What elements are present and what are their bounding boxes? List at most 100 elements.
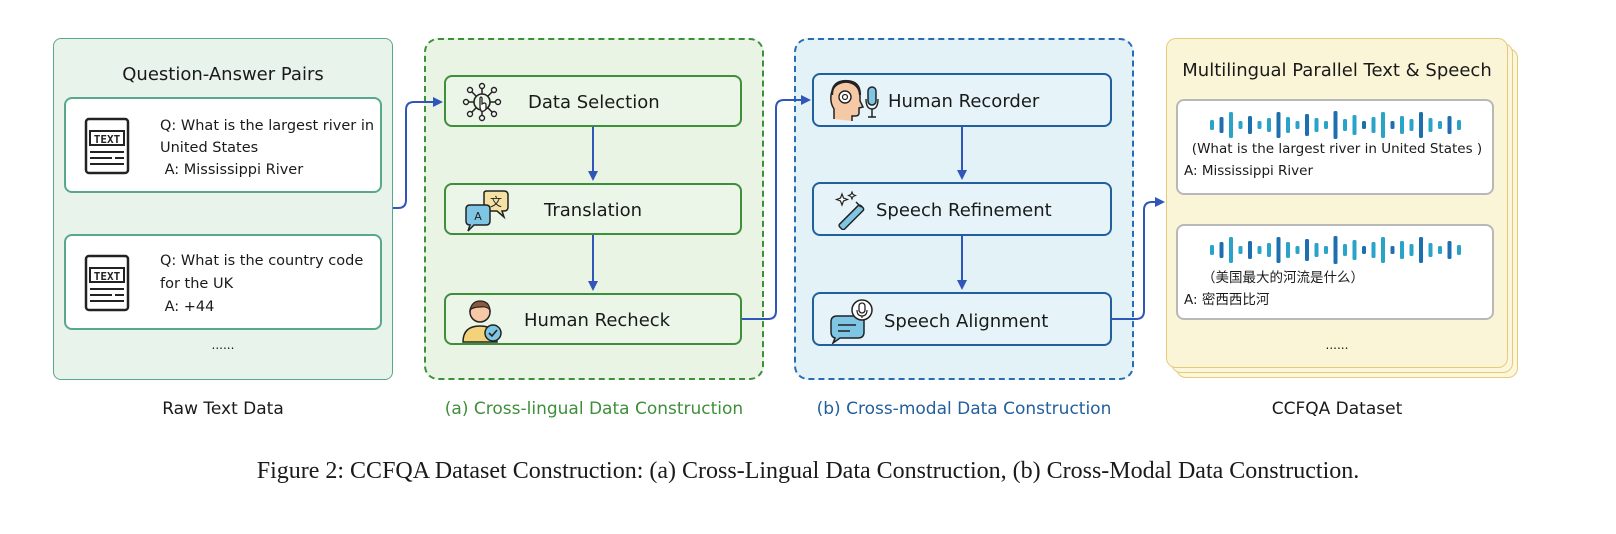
head-headphones-microphone-icon: [830, 79, 879, 121]
waveform-bar: [1457, 245, 1461, 255]
waveform-bar: [1286, 117, 1290, 133]
waveform-bar: [1276, 112, 1281, 138]
waveform-bar: [1257, 121, 1262, 129]
qa-question-line2: for the UK: [160, 276, 234, 292]
waveform-bar: [1362, 246, 1366, 254]
waveform-bar: [1457, 120, 1461, 130]
waveform-bar: [1352, 240, 1357, 260]
arrow-raw-to-selection: [393, 97, 443, 209]
qa-card-1: TEXT Q: What is the largest river in Uni…: [64, 97, 382, 193]
qa-question-line2: United States: [160, 140, 259, 156]
waveform-bar: [1219, 242, 1224, 258]
waveform-bar: [1343, 244, 1347, 256]
step-human-recorder: Human Recorder: [812, 73, 1112, 127]
step-human-recheck: Human Recheck: [444, 293, 742, 345]
waveform-bar: [1324, 246, 1328, 254]
waveform-bar: [1229, 112, 1233, 138]
raw-panel-title: Question-Answer Pairs: [122, 64, 324, 85]
speech-bubble-microphone-icon: [830, 299, 873, 344]
waveform-bar: [1428, 243, 1433, 257]
waveform-bar: [1257, 246, 1262, 254]
waveform-bar: [1390, 246, 1395, 254]
step-data-selection: Data Selection: [444, 75, 742, 127]
step-speech-alignment: Speech Alignment: [812, 292, 1112, 346]
waveform-bar: [1371, 117, 1376, 133]
waveform-bar: [1419, 112, 1423, 138]
waveform-bar: [1267, 243, 1271, 257]
text-document-icon: TEXT: [84, 254, 130, 312]
waveform-bar: [1352, 115, 1357, 135]
svg-text:TEXT: TEXT: [94, 133, 121, 146]
magic-wand-icon: [834, 190, 865, 230]
waveform-bar: [1381, 237, 1385, 263]
waveform-bar: [1267, 118, 1271, 132]
dataset-panel-title: Multilingual Parallel Text & Speech: [1182, 60, 1492, 81]
dataset-card-chinese: （美国最大的河流是什么） A: 密西西比河: [1176, 224, 1494, 320]
text-document-icon: TEXT: [84, 117, 130, 175]
step-label: Speech Alignment: [884, 311, 1049, 332]
raw-ellipsis: ......: [211, 338, 235, 352]
waveform-bar: [1447, 116, 1452, 134]
waveform-bar: [1229, 237, 1233, 263]
svg-text:文: 文: [490, 194, 502, 209]
waveform-bar: [1248, 116, 1252, 134]
waveform-bar: [1324, 121, 1328, 129]
qa-card-2: TEXT Q: What is the country code for the…: [64, 234, 382, 330]
step-label: Human Recorder: [888, 91, 1040, 112]
waveform-bar: [1295, 246, 1300, 254]
dataset-card-english: (What is the largest river in United Sta…: [1176, 99, 1494, 195]
waveform-bar: [1305, 114, 1309, 136]
waveform-bar: [1371, 242, 1376, 258]
waveform-bar: [1400, 116, 1404, 134]
dataset-question: (What is the largest river in United Sta…: [1191, 141, 1483, 157]
waveform-bar: [1238, 121, 1243, 129]
waveform-bar: [1390, 121, 1395, 129]
cross-lingual-label: (a) Cross-lingual Data Construction: [444, 399, 744, 419]
waveform-bar: [1438, 246, 1442, 254]
waveform-bar: [1409, 119, 1414, 131]
waveform-bar: [1248, 241, 1252, 259]
waveform-bar: [1314, 118, 1319, 132]
waveform-bar: [1362, 121, 1366, 129]
waveform-bar: [1343, 119, 1347, 131]
step-label: Speech Refinement: [876, 200, 1052, 221]
step-speech-refinement: Speech Refinement: [812, 182, 1112, 236]
waveform-bar: [1333, 236, 1338, 264]
waveform-bar: [1305, 239, 1309, 261]
waveform-bar: [1219, 117, 1224, 133]
waveform-bar: [1400, 241, 1404, 259]
dataset-answer: A: 密西西比河: [1184, 292, 1270, 308]
svg-text:A: A: [474, 210, 482, 223]
waveform-bar: [1295, 121, 1300, 129]
qa-question-line1: Q: What is the country code: [160, 253, 364, 269]
audio-waveform-icon: [1210, 236, 1461, 264]
step-translation: 文 A Translation: [444, 183, 742, 235]
step-label: Translation: [544, 200, 643, 221]
person-check-icon: [462, 300, 502, 343]
waveform-bar: [1276, 237, 1281, 263]
step-label: Human Recheck: [524, 310, 671, 331]
arrow-recheck-to-recorder: [742, 95, 811, 320]
dataset-answer: A: Mississippi River: [1184, 163, 1314, 179]
waveform-bar: [1409, 244, 1414, 256]
qa-answer: A: Mississippi River: [160, 162, 304, 178]
waveform-bar: [1438, 121, 1442, 129]
ccfqa-dataset-label: CCFQA Dataset: [1271, 399, 1403, 419]
translation-bubbles-icon: 文 A: [465, 190, 509, 232]
waveform-bar: [1419, 237, 1423, 263]
waveform-bar: [1210, 120, 1214, 130]
svg-text:TEXT: TEXT: [94, 270, 121, 283]
waveform-bar: [1238, 246, 1243, 254]
waveform-bar: [1447, 241, 1452, 259]
arrow-alignment-to-dataset: [1112, 197, 1165, 320]
audio-waveform-icon: [1210, 111, 1461, 139]
network-hand-icon: [462, 82, 502, 122]
step-label: Data Selection: [528, 92, 660, 113]
cross-modal-label: (b) Cross-modal Data Construction: [816, 399, 1112, 419]
dataset-ellipsis: ......: [1325, 338, 1349, 352]
waveform-bar: [1428, 118, 1433, 132]
qa-question-line1: Q: What is the largest river in: [160, 118, 375, 134]
dataset-question: （美国最大的河流是什么）: [1202, 270, 1364, 286]
waveform-bar: [1333, 111, 1338, 139]
